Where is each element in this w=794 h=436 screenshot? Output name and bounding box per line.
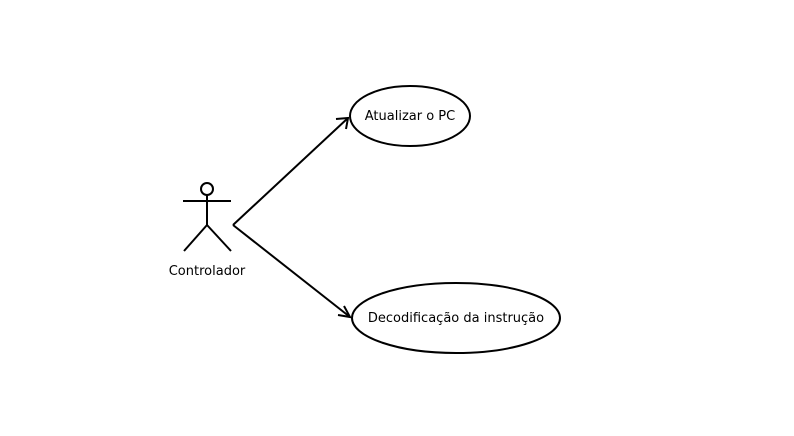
association-decodificacao[interactable] [232,224,352,319]
association-line [232,224,351,318]
arrowhead-icon [337,305,352,319]
use-case-label: Atualizar o PC [365,109,455,124]
use-case-decodificacao-instrucao[interactable]: Decodificação da instrução [351,282,561,354]
use-case-ellipse [349,85,471,147]
actor-controlador[interactable]: Controlador [169,182,246,279]
use-case-atualizar-pc[interactable]: Atualizar o PC [349,85,471,147]
actor-right-leg [206,224,232,252]
actor-head [200,182,214,196]
arrowhead-icon [335,116,350,130]
association-line [232,117,349,226]
use-case-label: Decodificação da instrução [368,311,544,326]
use-case-ellipse [351,282,561,354]
association-atualizar-pc[interactable] [232,116,350,226]
actor-label: Controlador [169,264,246,279]
actor-left-leg [183,224,208,252]
